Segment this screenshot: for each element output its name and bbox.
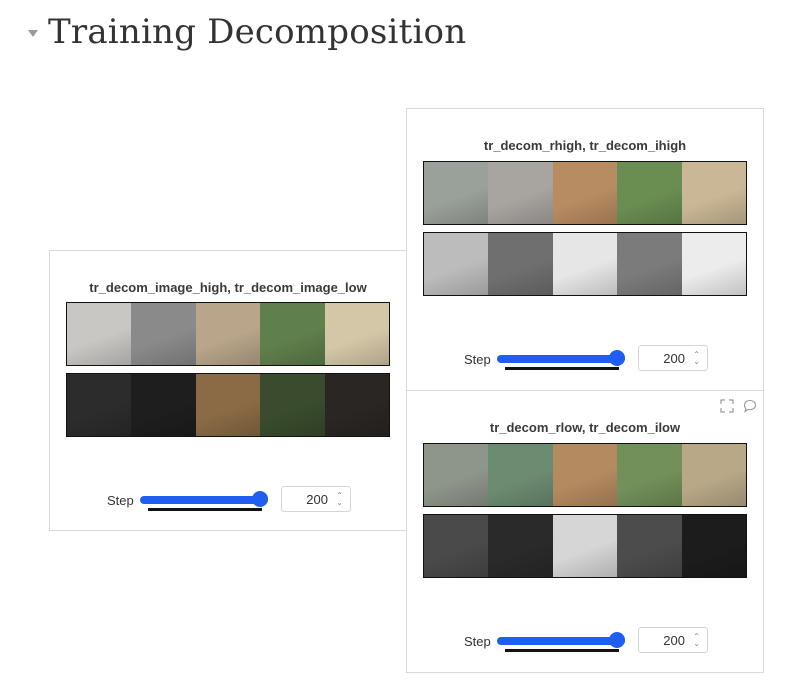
image-strip-low (66, 373, 390, 437)
image-tile (552, 444, 618, 506)
image-tile (488, 233, 553, 295)
slider-underline (505, 649, 619, 652)
slider-thumb[interactable] (609, 350, 625, 366)
panel-title: tr_decom_rlow, tr_decom_ilow (489, 420, 681, 435)
step-slider[interactable] (140, 490, 268, 511)
step-label: Step (464, 634, 491, 649)
panel-title: tr_decom_image_high, tr_decom_image_low (89, 280, 367, 295)
step-slider[interactable] (497, 349, 625, 370)
slider-track[interactable] (140, 496, 268, 504)
spinner-arrows-icon[interactable]: ⌃⌄ (693, 350, 700, 366)
spinner-arrows-icon[interactable]: ⌃⌄ (336, 491, 343, 507)
slider-track[interactable] (497, 355, 625, 363)
image-tile (324, 303, 389, 365)
image-tile (617, 444, 682, 506)
step-value: 200 (663, 632, 685, 648)
image-tile (195, 374, 261, 436)
comment-icon[interactable] (743, 399, 757, 413)
image-tile (681, 162, 746, 224)
image-strip-high (66, 302, 390, 366)
image-tile (195, 303, 261, 365)
image-tile (617, 233, 682, 295)
image-tile (552, 233, 618, 295)
image-tile (67, 374, 132, 436)
step-number-input[interactable]: 200 ⌃⌄ (638, 345, 708, 371)
image-tile (552, 515, 618, 577)
image-strip-rhigh (423, 161, 747, 225)
image-tile (681, 444, 746, 506)
image-tile (617, 162, 682, 224)
step-number-input[interactable]: 200 ⌃⌄ (281, 486, 351, 512)
image-tile (552, 162, 618, 224)
slider-underline (505, 367, 619, 370)
image-strip-ilow (423, 514, 747, 578)
panel-title: tr_decom_rhigh, tr_decom_ihigh (483, 138, 687, 153)
image-tile (681, 515, 746, 577)
image-tile (617, 515, 682, 577)
image-tile (131, 303, 196, 365)
image-panel-rlow-ilow: tr_decom_rlow, tr_decom_ilow Step 200 ⌃⌄ (406, 390, 764, 673)
image-panel-high-low: tr_decom_image_high, tr_decom_image_low … (49, 250, 407, 531)
image-tile (67, 303, 132, 365)
slider-track[interactable] (497, 637, 625, 645)
slider-underline (148, 508, 262, 511)
step-value: 200 (663, 350, 685, 366)
image-strip-rlow (423, 443, 747, 507)
image-tile (324, 374, 389, 436)
step-value: 200 (306, 491, 328, 507)
slider-thumb[interactable] (609, 632, 625, 648)
image-tile (488, 162, 553, 224)
step-label: Step (107, 493, 134, 508)
image-tile (131, 374, 196, 436)
step-slider[interactable] (497, 631, 625, 652)
slider-thumb[interactable] (252, 491, 268, 507)
image-tile (424, 515, 489, 577)
image-tile (260, 374, 325, 436)
image-tile (424, 444, 489, 506)
section-header: Training Decomposition (28, 10, 466, 54)
image-tile (260, 303, 325, 365)
image-tile (488, 444, 553, 506)
image-panel-rhigh-ihigh: tr_decom_rhigh, tr_decom_ihigh Step 200 … (406, 108, 764, 391)
expand-icon[interactable] (720, 399, 734, 413)
spinner-arrows-icon[interactable]: ⌃⌄ (693, 632, 700, 648)
section-title: Training Decomposition (48, 12, 467, 52)
collapse-caret-icon[interactable] (28, 29, 38, 37)
image-tile (424, 162, 489, 224)
image-tile (681, 233, 746, 295)
step-label: Step (464, 352, 491, 367)
image-tile (488, 515, 553, 577)
step-number-input[interactable]: 200 ⌃⌄ (638, 627, 708, 653)
image-tile (424, 233, 489, 295)
image-strip-ihigh (423, 232, 747, 296)
